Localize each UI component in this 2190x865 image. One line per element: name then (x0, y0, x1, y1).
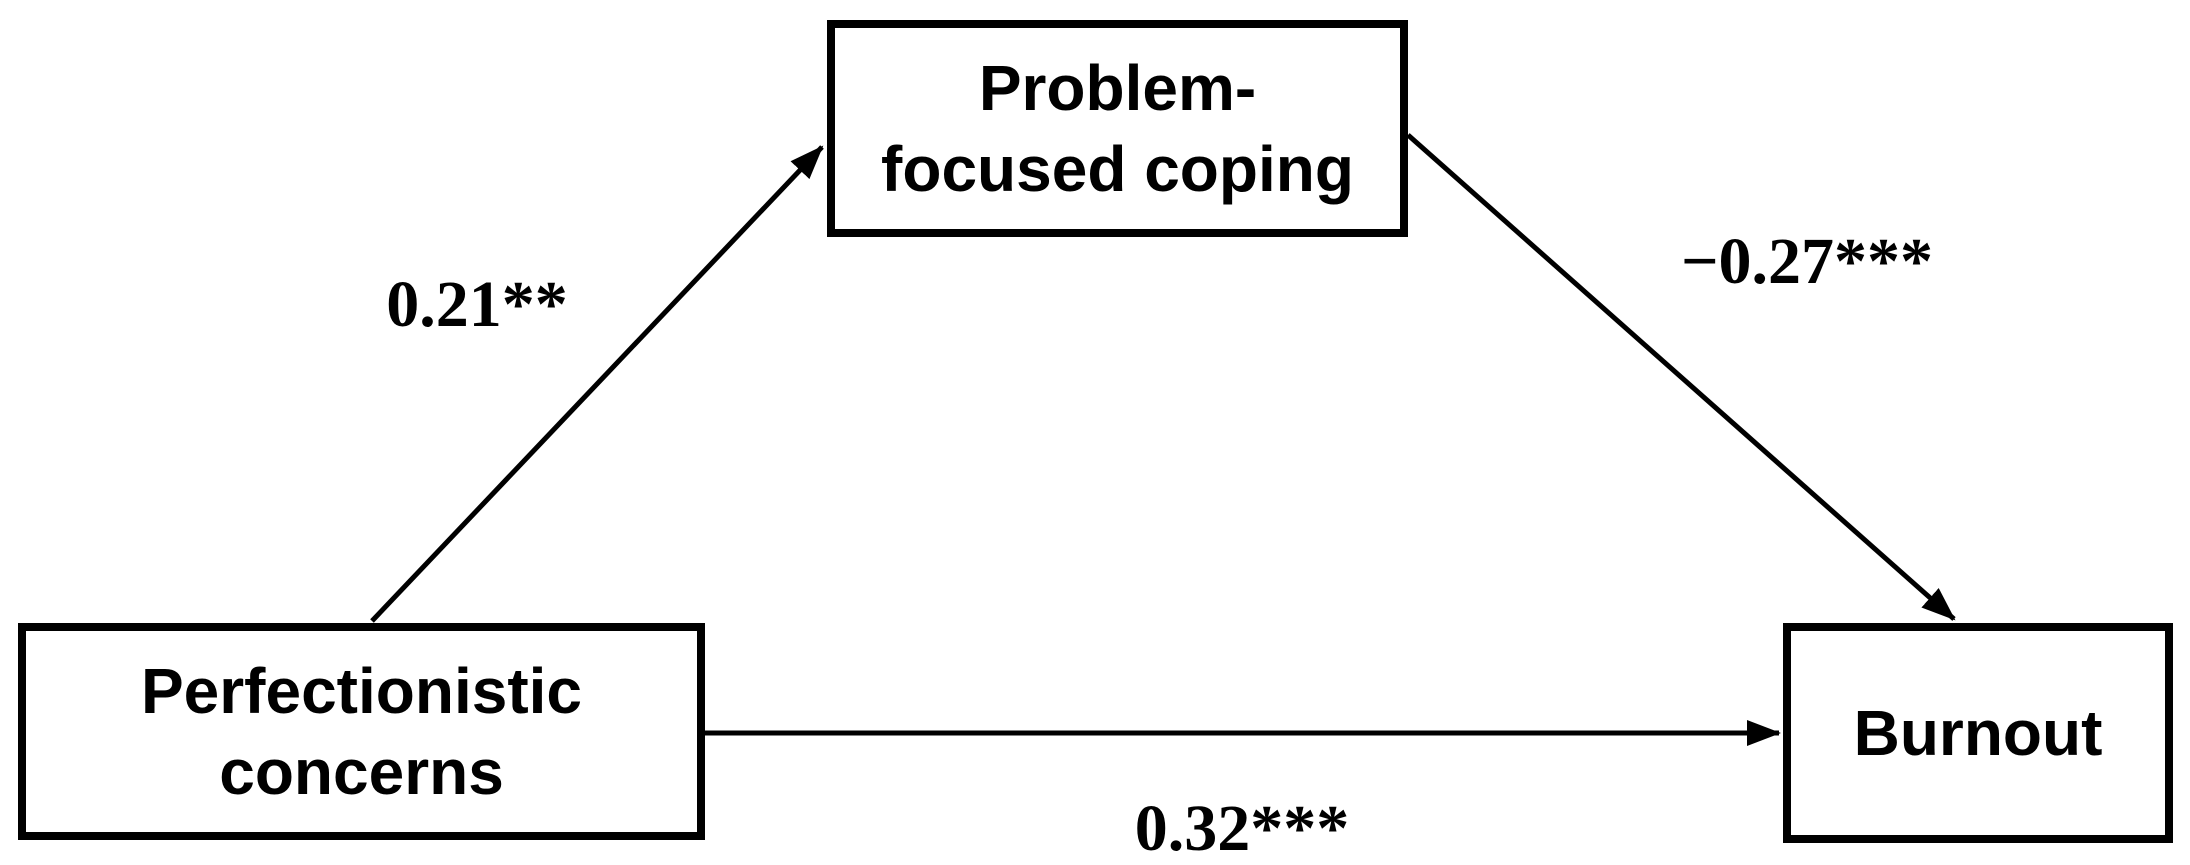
node-problem-focused-coping: Problem- focused coping (827, 20, 1408, 237)
node-perfectionistic-concerns-label-line2: concerns (219, 735, 504, 808)
node-burnout-label: Burnout (1853, 696, 2103, 769)
coefficient-mediator-to-outcome: −0.27*** (1680, 225, 1934, 298)
arrow-predictor-to-mediator (370, 145, 824, 623)
node-burnout: Burnout (1783, 623, 2173, 843)
node-problem-focused-coping-label-line2: focused coping (881, 132, 1354, 205)
coefficient-predictor-to-outcome: 0.32*** (1134, 792, 1350, 865)
arrow-mediator-to-outcome (1406, 133, 1956, 621)
node-perfectionistic-concerns: Perfectionistic concerns (18, 623, 705, 840)
coefficient-predictor-to-mediator: 0.21** (386, 268, 568, 341)
node-perfectionistic-concerns-label-line1: Perfectionistic (140, 654, 583, 727)
node-problem-focused-coping-label-line1: Problem- (978, 51, 1257, 124)
